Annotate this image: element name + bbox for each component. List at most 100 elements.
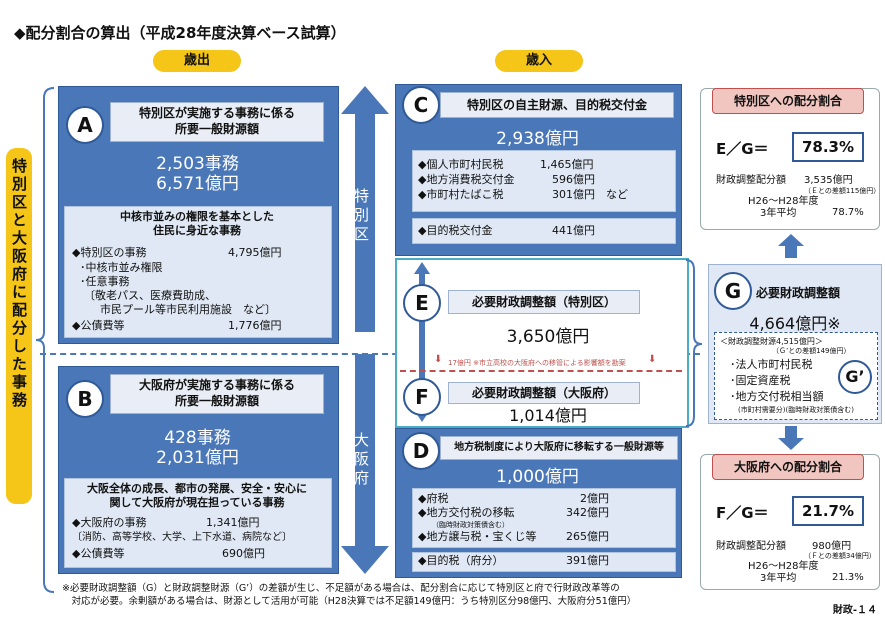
- box-a-letter: A: [66, 106, 104, 144]
- box-g-value: 4,664億円※: [749, 314, 841, 333]
- ratio-pref-avg-label-1: H26～H28年度: [748, 561, 819, 572]
- box-f-value: 1,014億円: [509, 406, 587, 425]
- box-e-letter: E: [403, 284, 441, 322]
- left-bracket: [35, 87, 55, 593]
- box-b-heading-2: 所要一般財源額: [174, 394, 259, 408]
- box-c-letter: C: [402, 86, 440, 124]
- arrow-label-tokubetsuku: 特別区: [352, 188, 370, 245]
- up-arrow-icon: [778, 234, 804, 258]
- ratio-ward-avg-label-1: H26～H28年度: [748, 196, 819, 207]
- box-a-heading: 特別区が実施する事務に係る 所要一般財源額: [110, 102, 324, 142]
- box-g-row-2: ･地方交付税相当額: [730, 390, 824, 403]
- box-g-prime: G’: [838, 360, 872, 394]
- footnote-line-1: ※必要財政調整額（G）と財政調整財源（G’）の差額が生じ、不足額がある場合は、配…: [62, 583, 620, 594]
- box-c-row-2-label: ◆市町村たばこ税: [418, 188, 504, 201]
- box-g-heading: 必要財政調整額: [756, 286, 841, 300]
- box-a-row-2-label: ･任意事務: [80, 275, 130, 288]
- right-bracket: [685, 259, 703, 427]
- box-c-heading: 特別区の自主財源、目的税交付金: [440, 92, 674, 118]
- ratio-pref-amount-label: 財政調整配分額: [716, 541, 786, 552]
- ef-vertical-arrow: [414, 262, 430, 422]
- box-b-row-1-label: 〔消防、高等学校、大学、上下水道、病院など〕: [72, 532, 292, 543]
- ratio-pref-avg-value: 21.3%: [832, 572, 864, 583]
- footnote-line-2: 対応が必要。余剰額がある場合は、財源として活用が可能（H28決算では不足額149…: [62, 596, 637, 607]
- box-b-row-2-value: 690億円: [222, 547, 265, 560]
- box-e-heading: 必要財政調整額（特別区）: [448, 290, 640, 314]
- box-d-total: 1,000億円: [496, 467, 579, 487]
- box-b-row-2-label: ◆公債費等: [72, 547, 125, 560]
- box-d-extra-panel: [412, 552, 676, 572]
- box-a-row-0-value: 4,795億円: [228, 246, 282, 259]
- box-d-row-0-label: ◆府税: [418, 492, 449, 505]
- box-d-extra-value: 391億円: [566, 554, 609, 567]
- box-c-extra-panel: [412, 218, 676, 244]
- box-a-row-3-label: 〔敬老パス、医療費助成、: [84, 289, 216, 302]
- box-c-row-1-label: ◆地方消費税交付金: [418, 173, 515, 186]
- box-a-heading-2: 所要一般財源額: [174, 122, 259, 136]
- box-d-extra-label: ◆目的税（府分）: [418, 554, 504, 567]
- ratio-ward-amount: 3,535億円: [804, 175, 853, 186]
- ratio-ward-avg-label-2: 3年平均: [760, 208, 797, 219]
- box-d-detail-panel: [412, 488, 676, 548]
- box-g-inner-title: ＜財政調整財源4,515億円＞: [720, 337, 823, 346]
- page-title: ◆配分割合の算出（平成28年度決算ベース試算）: [14, 24, 346, 42]
- middle-double-arrows: [341, 86, 389, 574]
- box-d-heading: 地方税制度により大阪府に移転する一般財源等: [440, 436, 678, 460]
- box-a-row-5-value: 1,776億円: [228, 319, 282, 332]
- box-b-letter: B: [66, 380, 104, 418]
- box-b-line2: 2,031億円: [156, 448, 239, 468]
- box-g-letter: G: [714, 272, 752, 310]
- box-a-line2: 6,571億円: [156, 174, 239, 194]
- footnote: ※必要財政調整額（G）と財政調整財源（G’）の差額が生じ、不足額がある場合は、配…: [62, 582, 636, 608]
- box-d-row-1-label: ◆地方交付税の移転: [418, 506, 515, 519]
- box-g-inner-note: （Ｇ’との差額149億円）: [772, 347, 851, 355]
- box-b-row-0-label: ◆大阪府の事務: [72, 516, 147, 529]
- dashed-note: 17億円 ※市立高校の大阪府への移管による影響額を勘案: [448, 359, 626, 367]
- ratio-pref-formula: F／G＝: [716, 504, 769, 522]
- box-a-sub-heading-1: 中核市並みの権限を基本とした: [120, 210, 274, 223]
- ratio-ward-percent: 78.3%: [792, 132, 864, 162]
- box-a-heading-1: 特別区が実施する事務に係る: [138, 106, 295, 120]
- box-b-heading-1: 大阪府が実施する事務に係る: [138, 378, 295, 392]
- expenditure-header: 歳出: [153, 50, 241, 72]
- horizontal-divider: [40, 353, 700, 355]
- box-a-detail-panel: [64, 206, 332, 338]
- box-a-line1: 2,503事務: [156, 154, 239, 174]
- box-b-detail-panel: [64, 478, 332, 568]
- left-vertical-label: 特別区と大阪府に配分した事務: [10, 158, 28, 410]
- ratio-pref-percent: 21.7%: [792, 496, 864, 526]
- box-b-sub-heading: 大阪全体の成長、都市の発展、安全・安心に 関して大阪府が現在担っている事務: [66, 482, 328, 510]
- box-b-row-0-value: 1,341億円: [206, 516, 260, 529]
- ratio-ward-amount-label: 財政調整配分額: [716, 175, 786, 186]
- box-c-extra-label: ◆目的税交付金: [418, 224, 493, 237]
- box-a-totals: 2,503事務 6,571億円: [60, 154, 335, 194]
- ef-red-divider: [400, 370, 682, 372]
- box-b-totals: 428事務 2,031億円: [60, 428, 335, 468]
- box-a-sub-heading: 中核市並みの権限を基本とした 住民に身近な事務: [66, 210, 328, 238]
- box-f-letter: F: [403, 378, 441, 416]
- box-d-letter: D: [402, 432, 440, 470]
- box-a-sub-heading-2: 住民に身近な事務: [153, 224, 241, 237]
- ratio-ward-formula: E／G＝: [716, 140, 769, 158]
- box-b-sub-heading-2: 関して大阪府が現在担っている事務: [109, 496, 285, 509]
- box-c-row-0-value: 1,465億円: [540, 158, 594, 171]
- box-a-row-1-label: ･中核市並み権限: [80, 261, 163, 274]
- page-number: 財政-１４: [832, 605, 877, 616]
- box-c-row-2-value: 301億円 など: [552, 188, 628, 201]
- box-a-row-5-label: ◆公債費等: [72, 319, 125, 332]
- box-c-row-1-value: 596億円: [552, 173, 595, 186]
- box-b-heading: 大阪府が実施する事務に係る 所要一般財源額: [110, 374, 324, 414]
- down-arrow-icon: [778, 426, 804, 450]
- red-arrow-right-icon: ⬇: [648, 354, 657, 365]
- box-a-row-4-label: 市民プール等市民利用施設 など〕: [100, 303, 276, 316]
- box-c-row-0-label: ◆個人市町村民税: [418, 158, 504, 171]
- revenue-header: 歳入: [495, 50, 583, 72]
- left-vertical-label-bg: [6, 148, 32, 504]
- ratio-pref-amount: 980億円: [812, 541, 852, 552]
- box-d-row-2-value: 265億円: [566, 530, 609, 543]
- ratio-pref-title: 大阪府への配分割合: [712, 454, 864, 480]
- box-a-row-0-label: ◆特別区の事務: [72, 246, 147, 259]
- ratio-ward-title: 特別区への配分割合: [712, 88, 864, 114]
- ratio-pref-avg-label-2: 3年平均: [760, 573, 797, 584]
- red-arrow-left-icon: ⬇: [434, 354, 443, 365]
